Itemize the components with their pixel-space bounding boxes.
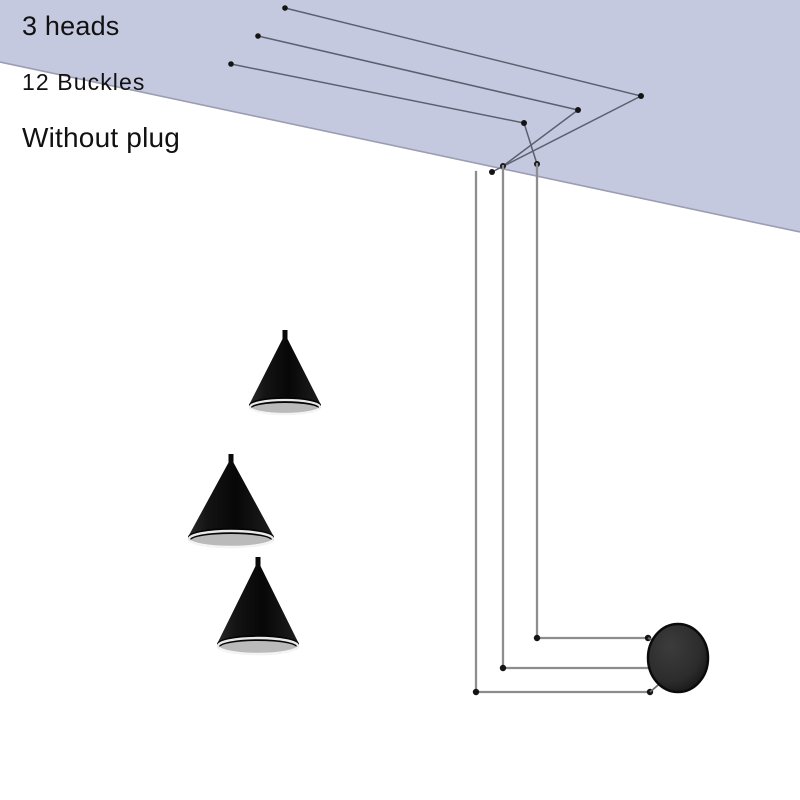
pendant-lamp-middle [187, 454, 275, 549]
drop-wire-nodes [472, 634, 656, 696]
label-buckles: 12 Buckles [22, 69, 146, 95]
label-without-plug: Without plug [22, 122, 181, 153]
pendant-lamp-bottom [216, 557, 300, 656]
pendant-cords [229, 0, 287, 565]
label-heads: 3 heads [22, 11, 120, 41]
ceiling-plane [0, 0, 800, 233]
ceiling-canopy-disc [646, 622, 710, 694]
right-drop-wires [474, 162, 654, 694]
pendant-lamp-top [248, 330, 322, 416]
